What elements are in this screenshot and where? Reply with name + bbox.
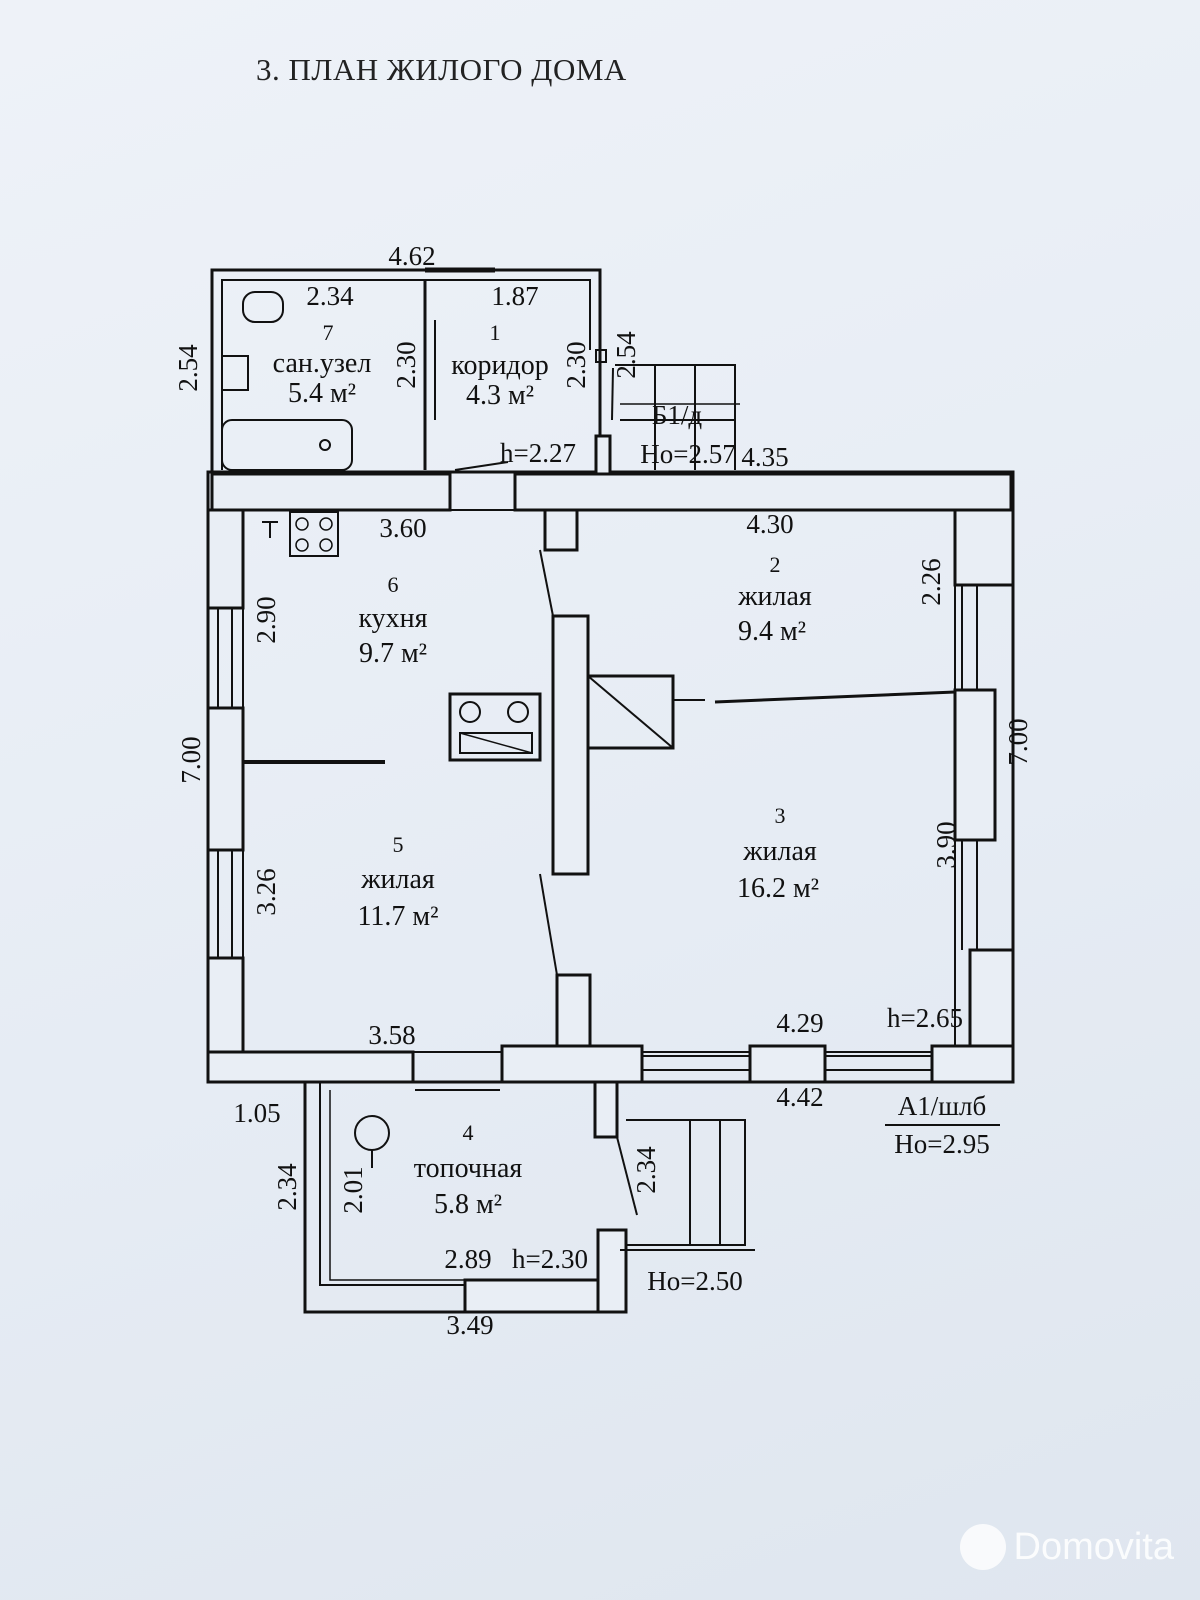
dim-top-overall: 4.62 xyxy=(388,241,435,271)
room-6-area: 9.7 м² xyxy=(359,638,427,669)
dim-corridor-width: 1.87 xyxy=(491,281,538,311)
room-7-name: сан.узел xyxy=(273,348,372,379)
dim-bottom-ext: 4.42 xyxy=(776,1082,823,1112)
page-title: 3. ПЛАН ЖИЛОГО ДОМА xyxy=(256,52,627,87)
room-3-name: жилая xyxy=(742,836,817,867)
dim-boiler-right: 2.34 xyxy=(631,1146,661,1194)
dim-boiler-width: 2.89 xyxy=(444,1244,491,1274)
room-4-name: топочная xyxy=(414,1153,523,1184)
dim-room2-height: 2.26 xyxy=(916,558,946,605)
label-a1: А1/шлб xyxy=(898,1091,987,1121)
room-7-area: 5.4 м² xyxy=(288,378,356,409)
dim-room5-height: 3.26 xyxy=(251,868,281,915)
dim-corridor-right-ext: 2.54 xyxy=(611,331,641,379)
dim-room3-height: 3.90 xyxy=(931,821,961,868)
label-ho-b1d: Ho=2.57 xyxy=(640,439,735,469)
upper-block-outline xyxy=(210,268,602,475)
dim-room3-width: 4.29 xyxy=(776,1008,823,1038)
stove xyxy=(586,674,675,750)
room-6-name: кухня xyxy=(358,603,427,634)
dim-kitchen-width: 3.60 xyxy=(379,513,426,543)
main-outer-wall xyxy=(206,470,1015,1084)
room-2-number: 2 xyxy=(770,552,781,577)
dim-bath-width: 2.34 xyxy=(306,281,354,311)
dim-h-top: h=2.27 xyxy=(500,438,576,468)
room-5-number: 5 xyxy=(393,832,404,857)
room-1-name: коридор xyxy=(451,350,548,381)
label-b1d: Б1/д xyxy=(652,400,703,430)
dim-h-main: h=2.65 xyxy=(887,1003,963,1033)
room-4-number: 4 xyxy=(463,1120,474,1145)
room-4-area: 5.8 м² xyxy=(434,1189,502,1220)
watermark-logo-icon xyxy=(959,1524,1006,1570)
dim-offset: 1.05 xyxy=(233,1098,280,1128)
dim-left-overall: 7.00 xyxy=(176,736,206,783)
main-inner-wall xyxy=(242,509,956,1053)
label-ho-bottom: Ho=2.50 xyxy=(647,1266,742,1296)
dim-boiler-height: 2.01 xyxy=(338,1166,368,1213)
watermark-text: Domovita xyxy=(1013,1525,1175,1568)
label-ho-a1: Ho=2.95 xyxy=(894,1129,989,1159)
dim-right-ext-top: 4.35 xyxy=(741,442,788,472)
room-1-number: 1 xyxy=(490,320,501,345)
dim-bath-height: 2.30 xyxy=(391,341,421,388)
dim-boiler-ext-left: 2.34 xyxy=(272,1163,302,1211)
dim-room5-width: 3.58 xyxy=(368,1020,415,1050)
room-7-number: 7 xyxy=(323,320,334,345)
cooker xyxy=(448,692,542,762)
dim-h-boiler: h=2.30 xyxy=(512,1244,588,1274)
room-2-area: 9.4 м² xyxy=(738,616,806,647)
room-5-name: жилая xyxy=(360,864,435,895)
room-6-number: 6 xyxy=(388,572,399,597)
dim-boiler-ext-bottom: 3.49 xyxy=(446,1310,493,1340)
central-wall xyxy=(551,614,590,876)
room-1-area: 4.3 м² xyxy=(466,380,534,411)
room-2-name: жилая xyxy=(737,581,812,612)
watermark: Domovita xyxy=(959,1524,1175,1570)
dim-right-overall: 7.00 xyxy=(1003,718,1033,765)
room-3-number: 3 xyxy=(775,803,786,828)
dim-room2-width: 4.30 xyxy=(746,509,793,539)
dim-corridor-height: 2.30 xyxy=(561,341,591,388)
dim-left-ext-top: 2.54 xyxy=(173,344,203,392)
room-5-area: 11.7 м² xyxy=(357,901,438,932)
room-3-area: 16.2 м² xyxy=(737,873,819,904)
dim-kitchen-height: 2.90 xyxy=(251,596,281,643)
